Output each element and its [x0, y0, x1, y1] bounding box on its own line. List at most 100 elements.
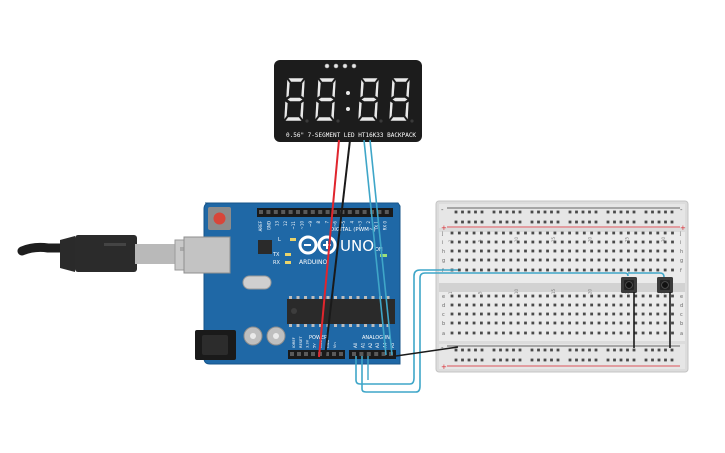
digital-pin-label: ~6: [333, 221, 338, 227]
analog-header[interactable]: [349, 350, 396, 359]
column-number: 1: [448, 291, 453, 294]
segment-f: [316, 78, 322, 99]
reset-button[interactable]: [208, 207, 231, 230]
column-number: 30: [661, 236, 666, 242]
pushbutton-2[interactable]: [657, 277, 673, 293]
power-pin-label: 5V: [312, 343, 316, 348]
power-pin-label: Vin: [333, 342, 337, 348]
segment-d: [284, 116, 303, 122]
column-number: 10: [514, 288, 519, 294]
wire-red-vcc: [318, 139, 340, 358]
row-letter: a: [680, 331, 683, 337]
segment-e: [314, 100, 320, 121]
wires[interactable]: [318, 139, 671, 393]
segment-d: [389, 116, 408, 122]
segment-d: [358, 116, 377, 122]
decimal-point: [410, 119, 414, 123]
segment-c: [373, 100, 379, 121]
segment-e: [283, 100, 289, 121]
row-letter: j: [441, 231, 443, 237]
row-letter: b: [442, 321, 445, 327]
row-letter: h: [680, 249, 683, 255]
rail-plus-sign-bottom: +: [441, 363, 447, 371]
analog-pin-label: A5: [390, 342, 395, 348]
display-module-label: 0.56" 7-SEGMENT LED HT16K33 BACKPACK: [286, 132, 416, 139]
digital-pin-label: 7: [324, 221, 329, 224]
wire-blue-sda: [363, 139, 387, 356]
display-colon: [346, 91, 350, 111]
svg-text:TX: TX: [272, 252, 280, 258]
wire-black-gnd: [324, 139, 351, 358]
analog-section-label: ANALOG IN: [362, 335, 390, 341]
decimal-point: [305, 119, 309, 123]
row-letter: e: [680, 294, 683, 300]
seven-segment-display[interactable]: 0.56" 7-SEGMENT LED HT16K33 BACKPACK: [274, 60, 422, 142]
segment-f: [285, 78, 291, 99]
segment-b: [331, 78, 337, 99]
digital-header[interactable]: [257, 208, 393, 217]
capacitor-2: [266, 326, 286, 346]
row-letter: d: [442, 303, 445, 309]
column-number: 1: [448, 239, 453, 242]
digital-pin-label: RX 0: [383, 221, 388, 231]
wire-blue-a1-loop: [361, 272, 629, 393]
led-l: L: [278, 237, 296, 243]
power-pin-label: 3.3V: [306, 339, 310, 348]
power-header[interactable]: [288, 350, 345, 359]
led-on: ON: [375, 247, 387, 257]
digital-pin-label: TX 1: [374, 221, 379, 231]
breadboard-holes[interactable]: [450, 210, 674, 362]
digit-3: [357, 77, 383, 123]
segment-a: [287, 77, 305, 83]
wire-black-gnd-bb: [395, 346, 459, 357]
row-letter: i: [680, 240, 681, 246]
row-letter: g: [680, 258, 683, 264]
svg-text:ON: ON: [375, 247, 383, 253]
power-pin-label: IOREF: [292, 337, 296, 348]
column-number: 15: [551, 288, 556, 294]
usb-b-jack: [183, 236, 231, 274]
digital-pin-label: AREF: [258, 220, 263, 231]
segment-a: [361, 77, 379, 83]
column-number: 5: [477, 291, 482, 294]
digital-pin-label: ~9: [308, 221, 313, 227]
led-rx: RX: [273, 260, 291, 266]
row-letter: j: [679, 231, 681, 237]
brand-label: ARDUINO: [299, 259, 328, 266]
header-pin-holes[interactable]: [259, 210, 393, 356]
segment-b: [300, 78, 306, 99]
capacitor-1: [243, 326, 263, 346]
row-letter: b: [680, 321, 683, 327]
rail-minus-sign-bottom: -: [441, 344, 444, 352]
analog-pin-label: A1: [360, 342, 365, 348]
led-tx: TX: [272, 252, 291, 258]
display-pin-header[interactable]: [324, 63, 357, 69]
row-letter: h: [442, 249, 445, 255]
pushbutton-1[interactable]: [621, 277, 637, 293]
atmega-chip: [287, 299, 395, 324]
digit-2: [314, 77, 340, 123]
digital-pin-label: 12: [283, 221, 288, 227]
wire-blue-a0-loop: [355, 269, 458, 385]
segment-a: [392, 77, 410, 83]
segment-e: [357, 100, 363, 121]
row-letter: e: [442, 294, 445, 300]
segment-b: [374, 78, 380, 99]
segment-a: [318, 77, 336, 83]
svg-text:L: L: [278, 237, 281, 243]
segment-c: [299, 100, 305, 121]
power-pin-label: RESET: [299, 336, 303, 348]
column-number: 10: [514, 236, 519, 242]
power-section-label: POWER: [309, 335, 328, 341]
rail-minus-sign-right: -: [680, 206, 683, 214]
digital-pin-label: GND: [266, 221, 271, 230]
analog-pin-label: A0: [353, 342, 358, 348]
row-letter: g: [442, 258, 445, 264]
digital-pin-label: 2: [366, 221, 371, 224]
segment-g: [317, 97, 335, 102]
dc-power-jack: [195, 330, 236, 360]
row-letter: c: [680, 312, 683, 318]
